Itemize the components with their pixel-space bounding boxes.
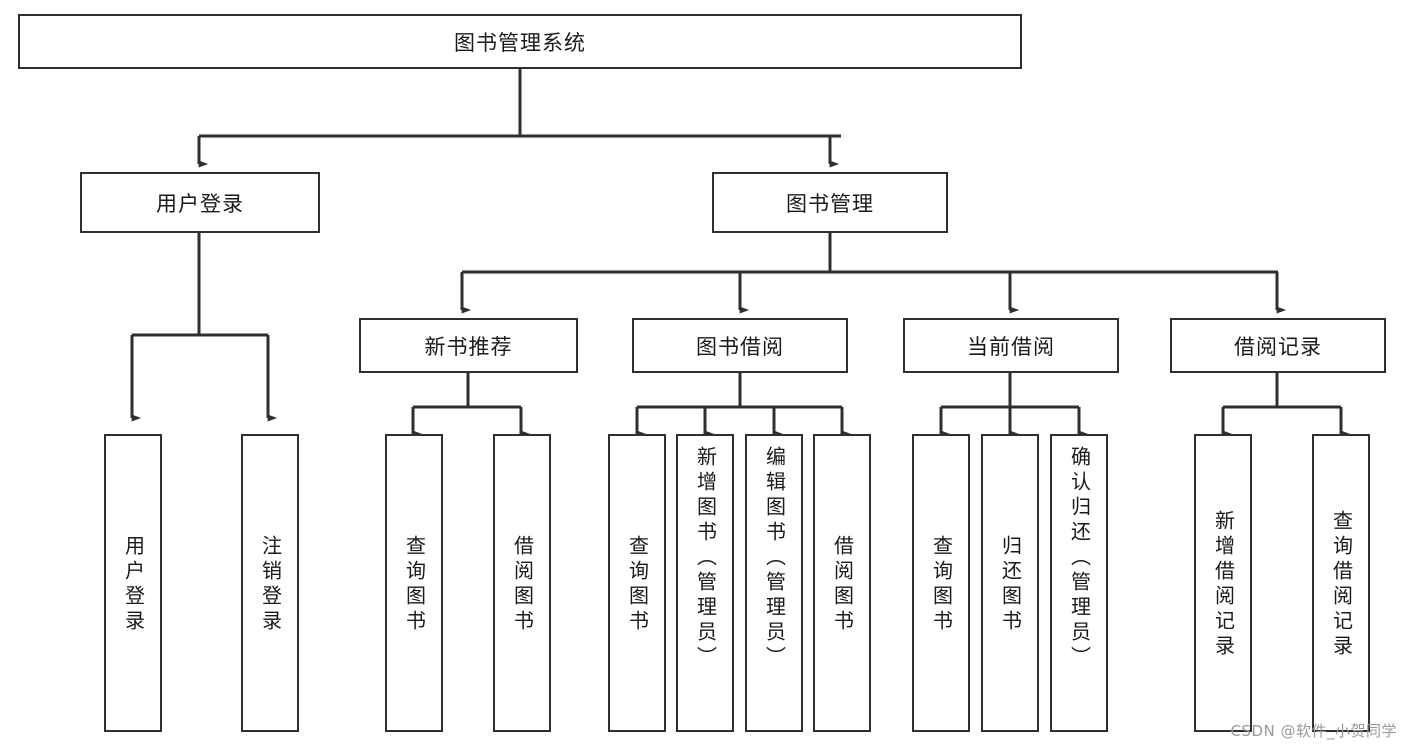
node-current-borrow[interactable]: 当前借阅 [903,318,1119,373]
node-label: 查询图书 [929,535,954,635]
leaf-book-borrow-edit[interactable]: 编辑图书（管理员） [745,434,803,732]
node-label: 借阅图书 [510,535,535,635]
node-label: 当前借阅 [967,334,1055,359]
node-label: 查询图书 [402,535,427,635]
leaf-borrow-record-add[interactable]: 新增借阅记录 [1194,434,1252,732]
node-borrow-record[interactable]: 借阅记录 [1170,318,1386,373]
node-root-system[interactable]: 图书管理系统 [18,14,1022,69]
node-label: 借阅图书 [830,535,855,635]
node-label: 用户登录 [121,535,146,635]
node-label: 查询借阅记录 [1329,510,1354,660]
node-book-management[interactable]: 图书管理 [712,172,948,233]
node-label: 图书管理系统 [454,30,586,55]
leaf-current-borrow-return[interactable]: 归还图书 [981,434,1039,732]
node-user-login[interactable]: 用户登录 [80,172,320,233]
node-label: 注销登录 [258,535,283,635]
node-label: 新书推荐 [424,334,513,359]
node-label: 确认归还（管理员） [1067,446,1092,671]
leaf-user-login-logout[interactable]: 注销登录 [241,434,299,732]
leaf-user-login-login[interactable]: 用户登录 [104,434,162,732]
node-label: 归还图书 [998,535,1023,635]
leaf-borrow-record-query[interactable]: 查询借阅记录 [1312,434,1370,732]
node-new-book-recommend[interactable]: 新书推荐 [359,318,578,373]
leaf-book-borrow-query[interactable]: 查询图书 [608,434,666,732]
node-label: 编辑图书（管理员） [762,446,787,671]
node-label: 新增借阅记录 [1211,510,1236,660]
leaf-new-book-borrow[interactable]: 借阅图书 [493,434,551,732]
leaf-new-book-query[interactable]: 查询图书 [385,434,443,732]
leaf-book-borrow-add[interactable]: 新增图书（管理员） [676,434,734,732]
node-book-borrow[interactable]: 图书借阅 [632,318,848,373]
leaf-book-borrow-borrow[interactable]: 借阅图书 [813,434,871,732]
node-label: 用户登录 [156,191,244,216]
node-label: 图书借阅 [696,334,784,359]
node-label: 查询图书 [625,535,650,635]
node-label: 借阅记录 [1234,334,1322,359]
node-label: 新增图书（管理员） [693,446,718,671]
leaf-current-borrow-confirm-return[interactable]: 确认归还（管理员） [1050,434,1108,732]
node-label: 图书管理 [786,191,874,216]
leaf-current-borrow-query[interactable]: 查询图书 [912,434,970,732]
